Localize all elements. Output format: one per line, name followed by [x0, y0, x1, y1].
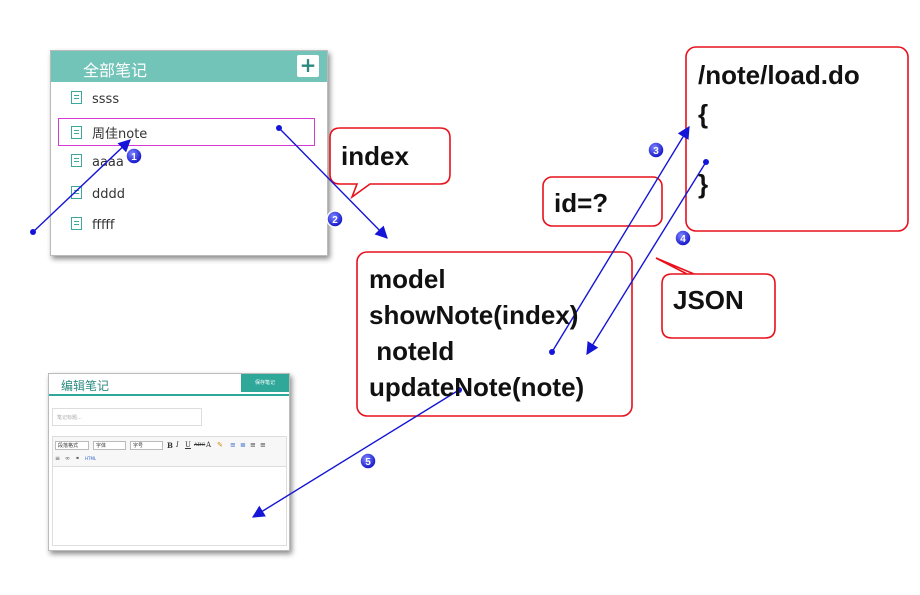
document-icon	[71, 91, 82, 104]
unlink-icon[interactable]: ⚭	[75, 455, 81, 462]
step-number: 2	[332, 215, 338, 226]
step1-arrow	[32, 139, 131, 233]
load-url-text: /note/load.do	[698, 60, 860, 90]
document-icon	[71, 217, 82, 230]
ordered-list-button[interactable]: ≡	[230, 441, 236, 449]
step2-arrow	[278, 127, 388, 239]
step-marker-4: 4	[674, 229, 692, 247]
model-line: updateNote(note)	[369, 372, 585, 402]
align-right-button[interactable]: ≡	[55, 455, 61, 462]
index-callout-text: index	[341, 141, 409, 171]
underline-button[interactable]: U	[185, 441, 191, 449]
note-item-label: aaaa	[92, 155, 124, 170]
editor-toolbar: 段落格式 字体 字号 B I U ABC A ✎ ≡ ≣ ≡ ≡ ≡ ∞ ⚭ H…	[52, 436, 287, 467]
edit-note-title: 编辑笔记	[61, 379, 110, 393]
note-list-panel: 全部笔记 + ssss 周佳note aaaa dddd fffff	[50, 50, 328, 256]
model-callout-shape	[356, 251, 633, 417]
save-note-button[interactable]: 保存笔记	[241, 374, 289, 392]
arrow-origin-dot	[703, 159, 709, 165]
font-family-select[interactable]: 字体	[93, 441, 126, 450]
editor-content-area[interactable]	[52, 466, 287, 546]
highlight-color-icon[interactable]: ✎	[217, 441, 223, 449]
step4-arrow	[586, 161, 707, 356]
id-callout-text: id=?	[554, 188, 609, 218]
step-number: 5	[365, 457, 371, 468]
step-number: 1	[131, 152, 137, 163]
arrow-origin-dot	[30, 229, 36, 235]
arrow-origin-dot	[276, 125, 282, 131]
step-number: 4	[680, 234, 686, 245]
model-line: noteId	[369, 336, 455, 366]
link-icon[interactable]: ∞	[65, 455, 70, 462]
index-callout-shape	[329, 127, 451, 200]
document-icon	[71, 126, 82, 139]
html-source-button[interactable]: HTML	[85, 456, 97, 461]
align-center-button[interactable]: ≡	[260, 441, 266, 449]
step-marker-1: 1	[125, 147, 143, 165]
step-number: 3	[653, 146, 659, 157]
note-item-label: fffff	[92, 218, 115, 233]
edit-note-panel: 编辑笔记 保存笔记 笔记标题... 段落格式 字体 字号 B I U ABC A…	[48, 373, 290, 551]
document-icon	[71, 154, 82, 167]
arrow-origin-dot	[456, 387, 462, 393]
note-item[interactable]: fffff	[71, 217, 115, 237]
load-close-brace: }	[698, 169, 709, 199]
id-callout-shape	[542, 176, 663, 227]
strikethrough-button[interactable]: ABC	[194, 442, 206, 448]
note-list-header: 全部笔记 +	[51, 51, 327, 82]
model-line: model	[369, 264, 446, 294]
model-line: showNote(index)	[369, 300, 579, 330]
step-marker-2: 2	[326, 210, 344, 228]
note-title-input[interactable]: 笔记标题...	[52, 408, 202, 426]
step5-arrow	[251, 389, 460, 518]
json-callout-text: JSON	[673, 285, 744, 315]
step-marker-3: 3	[647, 141, 665, 159]
note-item-selected[interactable]: 周佳note	[71, 123, 147, 143]
note-item[interactable]: ssss	[71, 91, 119, 111]
step-marker-5: 5	[359, 452, 377, 470]
note-item[interactable]: aaaa	[71, 154, 124, 174]
note-item-label: dddd	[92, 187, 126, 202]
paragraph-format-select[interactable]: 段落格式	[55, 441, 89, 450]
json-callout-shape	[655, 257, 776, 339]
align-left-button[interactable]: ≡	[250, 441, 256, 449]
italic-button[interactable]: I	[176, 441, 179, 449]
font-color-button[interactable]: A	[206, 441, 212, 449]
add-note-button[interactable]: +	[297, 55, 319, 77]
note-list-title: 全部笔记	[83, 61, 148, 80]
load-open-brace: {	[698, 99, 709, 129]
selected-note-highlight	[58, 118, 315, 146]
arrow-origin-dot	[549, 349, 555, 355]
header-divider	[49, 394, 289, 396]
bold-button[interactable]: B	[167, 441, 173, 450]
font-size-select[interactable]: 字号	[130, 441, 163, 450]
step3-arrow	[551, 125, 690, 353]
unordered-list-button[interactable]: ≣	[240, 441, 246, 449]
note-item-label: ssss	[92, 92, 120, 107]
note-item-label: 周佳note	[92, 127, 148, 142]
